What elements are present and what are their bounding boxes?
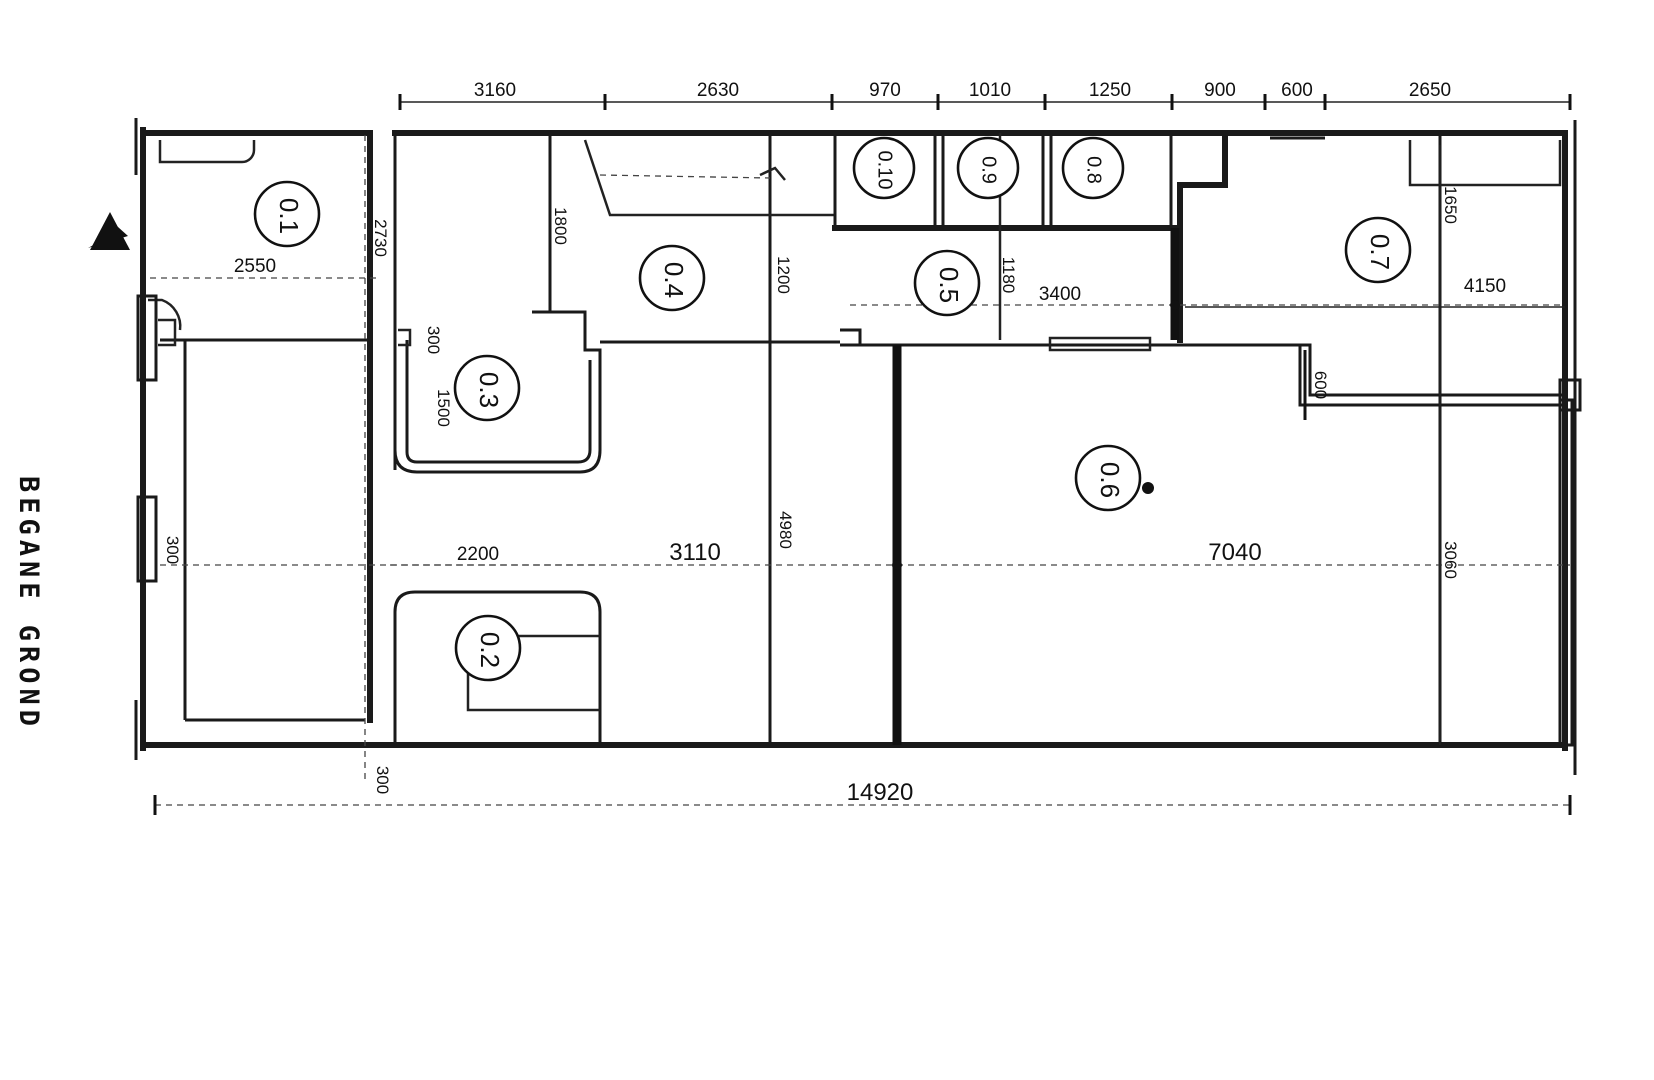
- room-0.10-label: 0.10: [874, 151, 896, 190]
- dim-top-600: 600: [1281, 80, 1313, 101]
- room-0.6-label: 0.6: [1095, 462, 1125, 498]
- dim-kitchen-depth: 1200: [774, 256, 793, 294]
- dim-hall-width: 3110: [669, 539, 721, 566]
- dim-hall-depth: 4980: [776, 511, 795, 549]
- dim-wall-300-c: 300: [373, 766, 392, 794]
- dim-room-07-width: 4150: [1464, 276, 1506, 297]
- dim-overall-width: 14920: [847, 779, 914, 806]
- dim-top-900: 900: [1204, 80, 1236, 101]
- dim-top-2630: 2630: [697, 80, 739, 101]
- small-rooms-walls: [832, 130, 1183, 340]
- room-0.8: 0.8: [1061, 136, 1125, 200]
- room-0.9-label: 0.9: [978, 156, 1000, 184]
- dim-room-01-depth: 2730: [371, 219, 390, 257]
- dim-top-2650: 2650: [1409, 80, 1451, 101]
- dim-top-1010: 1010: [969, 80, 1011, 101]
- room-0.3-label: 0.3: [474, 372, 504, 408]
- room-0.10: 0.10: [852, 136, 916, 200]
- dim-closet-width: 2200: [457, 544, 499, 565]
- entrance-arrow-head: [90, 212, 130, 250]
- dim-living-depth: 3060: [1441, 541, 1460, 579]
- dimension-lines: [150, 94, 1572, 815]
- dim-wall-300-b: 300: [163, 536, 182, 564]
- room-0.1: 0.1: [253, 180, 321, 248]
- room-0.4: 0.4: [638, 244, 706, 312]
- dimension-labels: 3160 2630 970 1010 1250 900 600 2650 149…: [163, 80, 1506, 806]
- room-0.4-label: 0.4: [659, 262, 689, 298]
- dim-living-width: 7040: [1208, 539, 1261, 566]
- dim-top-970: 970: [869, 80, 901, 101]
- room-0.9: 0.9: [956, 136, 1020, 200]
- room-0.1-walls: [136, 130, 397, 723]
- room-0.4-walls: [548, 130, 840, 745]
- dim-utility-depth: 1180: [999, 257, 1018, 294]
- room-0.5-label: 0.5: [934, 267, 964, 303]
- dim-room-07-depth: 1650: [1441, 186, 1460, 224]
- dim-top-1250: 1250: [1089, 80, 1131, 101]
- room-0.6: 0.6: [1074, 444, 1142, 512]
- room-0.8-label: 0.8: [1083, 156, 1105, 184]
- room-0.3-walls: [393, 310, 602, 474]
- room-0.2: 0.2: [454, 614, 522, 682]
- dim-utility-width: 3400: [1039, 284, 1081, 305]
- dim-room-01-width: 2550: [234, 256, 276, 277]
- room-0.3: 0.3: [453, 354, 521, 422]
- dim-stair-depth: 1800: [551, 207, 570, 245]
- dim-top-3160: 3160: [474, 80, 516, 101]
- floor-title: BEGANE GROND: [13, 476, 44, 731]
- room-0.7: 0.7: [1344, 216, 1412, 284]
- room-0.2-label: 0.2: [475, 632, 505, 668]
- room-0.7-label: 0.7: [1365, 234, 1395, 270]
- dim-toilet-depth: 1500: [434, 389, 453, 427]
- dim-wall-300-a: 300: [424, 326, 443, 354]
- room-0.5: 0.5: [913, 249, 981, 317]
- room-0.7-walls: [1270, 136, 1562, 187]
- room-0.1-label: 0.1: [274, 198, 304, 234]
- dim-step-depth: 600: [1311, 371, 1330, 399]
- room-0.5-walls: [840, 228, 1565, 407]
- outer-walls: [134, 118, 1577, 775]
